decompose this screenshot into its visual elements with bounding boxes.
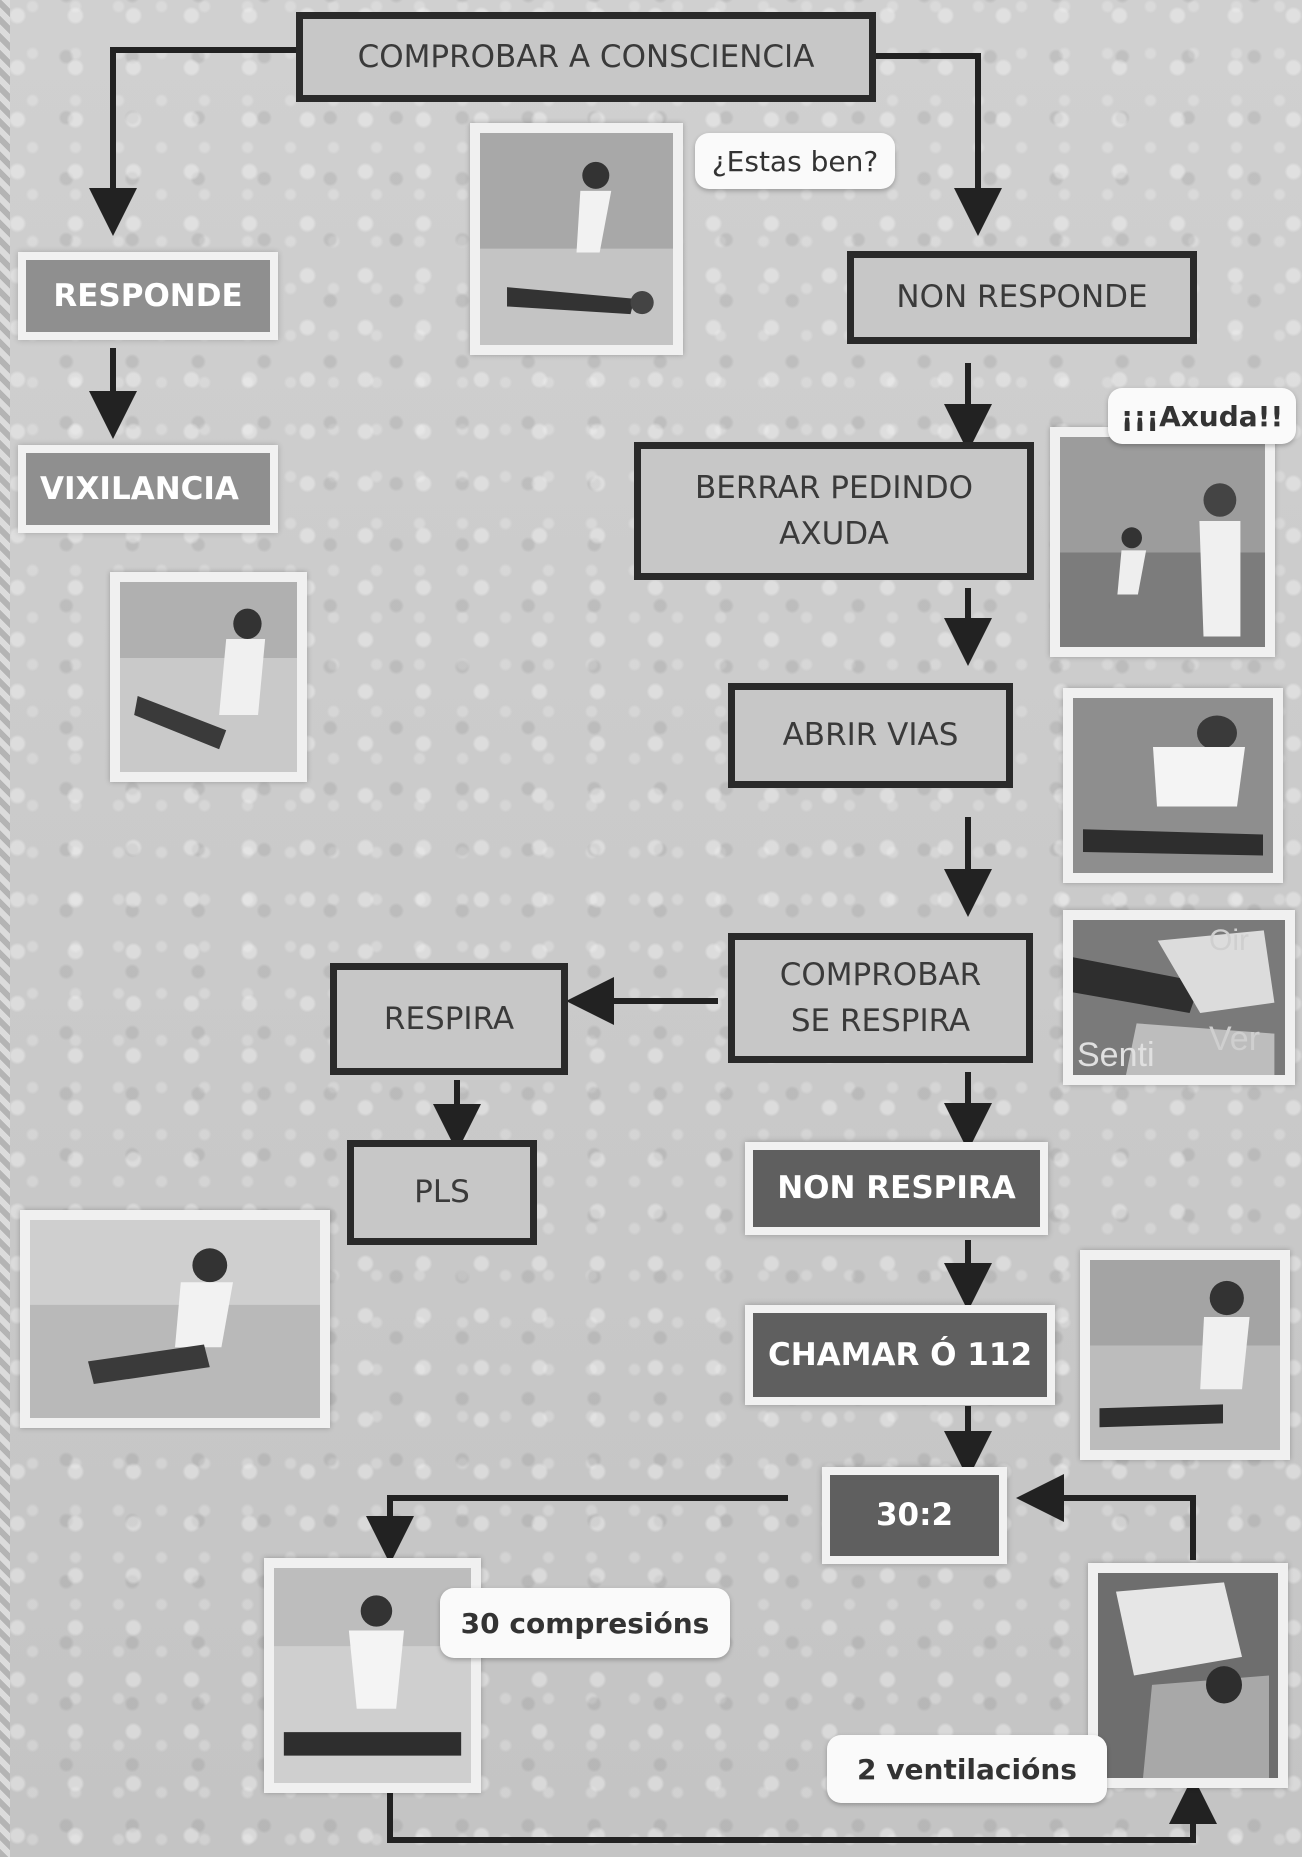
check-consciousness-label: COMPROBAR A CONSCIENCIA	[357, 38, 815, 75]
shout-for-help-label: BERRAR PEDINDO AXUDA	[694, 469, 974, 553]
breathing-label: RESPIRA	[383, 1000, 515, 1037]
bubble-compressions-text: 30 compresións	[460, 1606, 710, 1640]
arrow-compressions-to-ventilations	[387, 1776, 1217, 1843]
breathing-box: RESPIRA	[330, 963, 568, 1075]
arrow-consciousness-to-responds	[89, 47, 296, 236]
photo-shout-for-help	[1050, 427, 1275, 657]
ratio-label: 30:2	[875, 1497, 954, 1534]
bubble-are-you-ok-text: ¿Estas ben?	[711, 144, 879, 178]
not-breathing-box: NON RESPIRA	[745, 1142, 1048, 1235]
bubble-ventilations-text: 2 ventilacións	[857, 1752, 1077, 1786]
photo-recovery-position	[20, 1210, 330, 1428]
vigilance-label: VIXILANCIA	[40, 470, 239, 507]
bubble-compressions: 30 compresións	[440, 1588, 730, 1658]
call-112-label: CHAMAR Ó 112	[767, 1336, 1033, 1373]
arrow-ventilations-to-ratio	[1016, 1474, 1196, 1560]
responds-box: RESPONDE	[18, 252, 278, 340]
ratio-box: 30:2	[822, 1467, 1007, 1564]
left-edge-strip	[0, 0, 10, 1857]
photo-compressions	[264, 1558, 481, 1793]
check-breathing-box: COMPROBAR SE RESPIRA	[728, 933, 1033, 1063]
photo-check-consciousness	[470, 123, 683, 355]
photo-vigilance	[110, 572, 307, 782]
open-airways-label: ABRIR VIAS	[782, 717, 959, 754]
bubble-are-you-ok: ¿Estas ben?	[695, 133, 895, 189]
responds-label: RESPONDE	[53, 277, 243, 314]
bubble-ventilations: 2 ventilacións	[827, 1735, 1107, 1803]
shout-for-help-box: BERRAR PEDINDO AXUDA	[634, 442, 1034, 580]
photo-call-112	[1080, 1250, 1290, 1460]
bubble-help-text: ¡¡¡Axuda!!	[1120, 399, 1284, 433]
open-airways-box: ABRIR VIAS	[728, 683, 1013, 788]
arrow-ratio-to-compressions	[366, 1495, 788, 1564]
recovery-position-label: PLS	[414, 1174, 470, 1211]
not-breathing-label: NON RESPIRA	[777, 1170, 1016, 1207]
check-breathing-label: COMPROBAR SE RESPIRA	[779, 956, 982, 1040]
arrow-consciousness-to-not-responding	[876, 53, 1002, 236]
overlay-see-label: Ver	[1209, 1020, 1261, 1058]
vigilance-box: VIXILANCIA	[18, 445, 278, 533]
recovery-position-box: PLS	[347, 1140, 537, 1245]
photo-open-airways	[1063, 688, 1283, 883]
call-112-box: CHAMAR Ó 112	[745, 1305, 1055, 1405]
bubble-help: ¡¡¡Axuda!!	[1108, 388, 1296, 444]
photo-ventilations	[1088, 1563, 1288, 1788]
not-responding-label: NON RESPONDE	[896, 279, 1148, 316]
photo-look-listen-feel: Oir Senti Ver	[1063, 910, 1295, 1085]
check-consciousness-box: COMPROBAR A CONSCIENCIA	[296, 12, 876, 102]
overlay-hear-label: Oir	[1209, 924, 1249, 957]
overlay-feel-label: Senti	[1077, 1036, 1155, 1074]
not-responding-box: NON RESPONDE	[847, 251, 1197, 344]
